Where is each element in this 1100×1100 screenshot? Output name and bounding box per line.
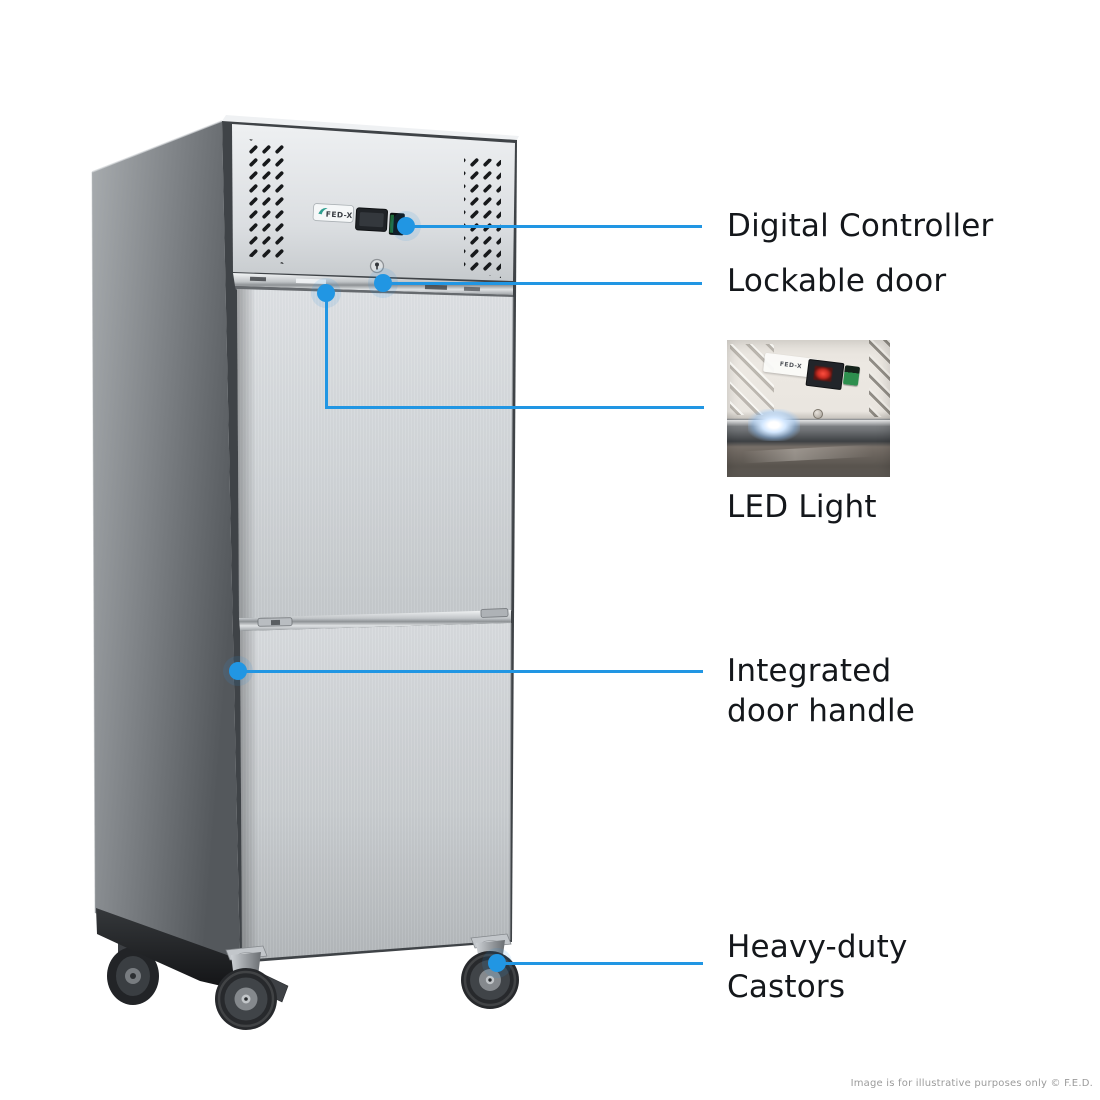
- machine-compartment: FED-X: [232, 124, 515, 281]
- callout-dot-door-handle: [229, 662, 247, 680]
- lower-door: [240, 622, 512, 960]
- photo-chrome-edge: [727, 420, 890, 427]
- label-heavy-duty-castors: Heavy-duty Castors: [727, 929, 908, 1005]
- vent-grille-left: [247, 139, 284, 264]
- callout-line-lockable-door: [383, 281, 702, 285]
- photo-reflection: [743, 444, 874, 464]
- callout-line-led-vertical: [324, 293, 328, 408]
- upper-door: [237, 289, 514, 618]
- castor-front-left: [215, 945, 289, 1030]
- callout-line-door-handle: [238, 669, 703, 673]
- photo-digital-controller: [805, 358, 845, 390]
- door-lock: [369, 258, 385, 274]
- photo-vent-right: [868, 340, 890, 417]
- label-lockable-door: Lockable door: [727, 263, 947, 299]
- photo-door-lock: [812, 408, 823, 419]
- callout-line-led-horizontal: [324, 406, 704, 409]
- brand-badge-text: FED-X: [326, 210, 353, 220]
- fridge-top-edge: [222, 115, 519, 140]
- photo-power-button: [842, 365, 860, 387]
- callout-line-digital-controller: [406, 224, 702, 228]
- callout-dot-lockable-door: [374, 274, 392, 292]
- fridge-side-panel: [91, 120, 240, 963]
- brand-leaf-icon: [318, 207, 328, 215]
- label-led-light: LED Light: [727, 489, 877, 525]
- photo-led-glow: [748, 408, 801, 442]
- label-digital-controller: Digital Controller: [727, 208, 994, 244]
- callout-dot-castors: [488, 954, 506, 972]
- brand-badge: [312, 203, 355, 223]
- disclaimer-text: Image is for illustrative purposes only …: [850, 1078, 1093, 1089]
- callout-line-castors: [497, 961, 703, 965]
- callout-dot-led-light: [317, 284, 335, 302]
- vent-grille-right: [464, 156, 501, 278]
- label-integrated-door-handle: Integrated door handle: [727, 653, 916, 729]
- callout-dot-digital-controller: [397, 217, 415, 235]
- led-light-photo: FED-X: [727, 340, 890, 477]
- fridge-base-shadow: [96, 908, 243, 991]
